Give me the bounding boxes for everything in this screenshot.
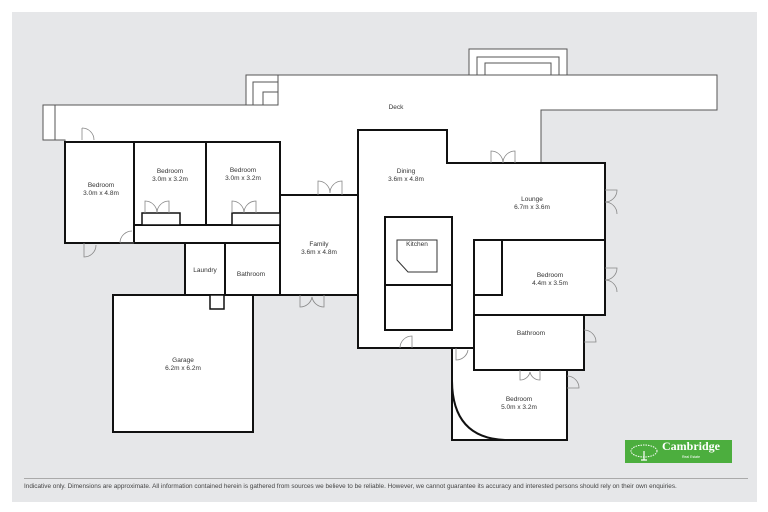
bedroom1-size: 3.0m x 4.8m bbox=[83, 190, 119, 197]
room-labels: Deck Bedroom 3.0m x 4.8m Bedroom 3.0m x … bbox=[83, 104, 568, 411]
bedroom2-size: 3.0m x 3.2m bbox=[152, 176, 188, 183]
bedroom5-walls bbox=[451, 347, 568, 441]
tree-icon bbox=[630, 444, 658, 461]
family-size: 3.6m x 4.8m bbox=[301, 249, 337, 256]
walls bbox=[64, 129, 606, 441]
bedroom2-label: Bedroom bbox=[157, 168, 183, 175]
family-walls bbox=[279, 194, 359, 296]
bathroom2-walls bbox=[473, 314, 585, 371]
bathroom2-label: Bathroom bbox=[517, 330, 545, 337]
logo-name: Cambridge bbox=[662, 438, 720, 453]
bedroom1-label: Bedroom bbox=[88, 182, 114, 189]
bathroom1-walls bbox=[224, 242, 281, 296]
bedroom1-walls bbox=[64, 141, 135, 244]
bedroom5-label: Bedroom bbox=[506, 396, 532, 403]
kitchen-label: Kitchen bbox=[406, 241, 428, 248]
bedroom3-walls bbox=[205, 141, 281, 226]
deck-label: Deck bbox=[389, 104, 405, 111]
bathroom1-label: Bathroom bbox=[237, 271, 265, 278]
laundry-walls bbox=[184, 242, 226, 296]
bedroom3-size: 3.0m x 3.2m bbox=[225, 175, 261, 182]
lounge-label: Lounge bbox=[521, 196, 543, 203]
garage-label: Garage bbox=[172, 357, 194, 364]
dining-size: 3.6m x 4.8m bbox=[388, 176, 424, 183]
bedroom4-size: 4.4m x 3.5m bbox=[532, 280, 568, 287]
family-label: Family bbox=[309, 241, 329, 248]
divider bbox=[24, 478, 748, 479]
kitchen-walls bbox=[384, 216, 453, 286]
bedroom5-size: 5.0m x 3.2m bbox=[501, 404, 537, 411]
lounge-size: 6.7m x 3.6m bbox=[514, 204, 550, 211]
bedroom3-label: Bedroom bbox=[230, 167, 256, 174]
garage-walls bbox=[112, 294, 254, 433]
kitchen-bench bbox=[396, 239, 438, 273]
dining-label: Dining bbox=[397, 168, 416, 175]
cambridge-logo: Cambridge Real Estate bbox=[625, 440, 732, 463]
bedroom2-walls bbox=[133, 141, 207, 226]
hallway-walls bbox=[133, 224, 281, 244]
curved-wall bbox=[451, 379, 506, 441]
disclaimer: Indicative only. Dimensions are approxim… bbox=[24, 483, 677, 490]
doors bbox=[81, 127, 618, 389]
garage-size: 6.2m x 6.2m bbox=[165, 365, 201, 372]
wardrobe-walls bbox=[473, 239, 503, 296]
logo-tagline: Real Estate bbox=[681, 454, 701, 459]
pantry-walls bbox=[384, 284, 453, 331]
laundry-label: Laundry bbox=[193, 267, 217, 274]
bedroom4-label: Bedroom bbox=[537, 272, 563, 279]
logo-text: Cambridge Real Estate bbox=[662, 438, 720, 463]
